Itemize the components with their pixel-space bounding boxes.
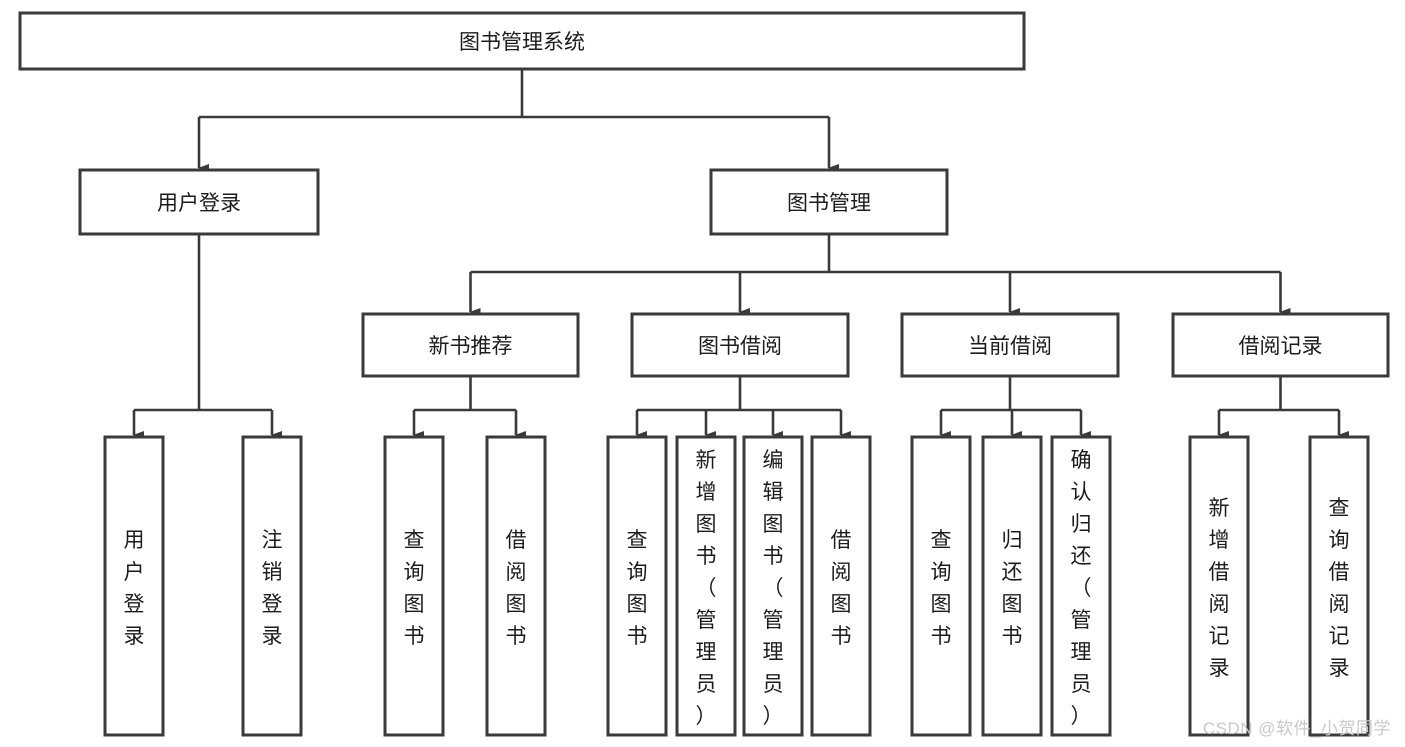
node-label: 注销登录 — [262, 529, 283, 648]
node-label: 图书管理系统 — [459, 31, 585, 54]
node-box — [606, 435, 668, 737]
node-leaf-query-book-3[interactable]: 查询图书 — [910, 435, 972, 737]
node-label: 查询借阅记录 — [1329, 497, 1350, 680]
node-label: 图书管理 — [787, 192, 871, 215]
node-label: 查询图书 — [931, 529, 952, 648]
node-label: 借阅图书 — [506, 529, 527, 648]
node-label: 图书借阅 — [698, 335, 782, 358]
node-label: 用户登录 — [124, 529, 145, 648]
node-box — [709, 168, 949, 236]
node-leaf-borrow-book-2[interactable]: 借阅图书 — [810, 435, 872, 737]
node-label: 用户登录 — [157, 192, 241, 215]
node-box — [910, 435, 972, 737]
node-leaf-query-book-1[interactable]: 查询图书 — [383, 435, 445, 737]
node-box — [900, 312, 1120, 378]
node-box — [241, 435, 303, 737]
node-box — [981, 435, 1043, 737]
node-undefined[interactable]: 图书管理系统 — [18, 11, 1026, 71]
node-box — [103, 435, 165, 737]
node-label: 新增借阅记录 — [1209, 497, 1230, 680]
node-leaf-user-login[interactable]: 用户登录 — [103, 435, 165, 737]
node-leaf-user-logout[interactable]: 注销登录 — [241, 435, 303, 737]
node-label: 借阅记录 — [1239, 335, 1323, 358]
node-borrow-record[interactable]: 借阅记录 — [1171, 312, 1390, 378]
node-box — [630, 312, 850, 378]
node-book-manage[interactable]: 图书管理 — [709, 168, 949, 236]
node-label: 新书推荐 — [429, 335, 513, 358]
node-leaf-borrow-book-1[interactable]: 借阅图书 — [485, 435, 547, 737]
node-label: 归还图书 — [1002, 529, 1023, 648]
node-book-borrow[interactable]: 图书借阅 — [630, 312, 850, 378]
node-leaf-add-book[interactable]: 新增图书（管理员） — [675, 435, 737, 737]
connector-lines — [132, 69, 1349, 439]
node-box — [1308, 435, 1370, 737]
node-leaf-add-record[interactable]: 新增借阅记录 — [1188, 435, 1250, 737]
node-new-book-recommend[interactable]: 新书推荐 — [361, 312, 580, 378]
node-user-login[interactable]: 用户登录 — [78, 168, 320, 236]
node-boxes: 图书管理系统用户登录图书管理新书推荐图书借阅当前借阅借阅记录用户登录注销登录查询… — [18, 11, 1390, 737]
node-label: 查询图书 — [404, 529, 425, 648]
node-box — [485, 435, 547, 737]
node-leaf-query-record[interactable]: 查询借阅记录 — [1308, 435, 1370, 737]
node-box — [18, 11, 1026, 71]
node-label: 确认归还（管理员） — [1071, 449, 1092, 728]
node-box — [742, 435, 804, 737]
node-box — [383, 435, 445, 737]
node-leaf-edit-book[interactable]: 编辑图书（管理员） — [742, 435, 804, 737]
node-box — [1050, 435, 1112, 737]
node-box — [810, 435, 872, 737]
node-label: 当前借阅 — [968, 335, 1052, 358]
node-label: 编辑图书（管理员） — [763, 449, 784, 728]
node-leaf-return-book[interactable]: 归还图书 — [981, 435, 1043, 737]
node-box — [78, 168, 320, 236]
node-current-borrow[interactable]: 当前借阅 — [900, 312, 1120, 378]
node-box — [361, 312, 580, 378]
node-label: 新增图书（管理员） — [696, 449, 717, 728]
node-box — [1171, 312, 1390, 378]
node-leaf-query-book-2[interactable]: 查询图书 — [606, 435, 668, 737]
node-label: 借阅图书 — [831, 529, 852, 648]
node-leaf-confirm-return[interactable]: 确认归还（管理员） — [1050, 435, 1112, 737]
node-box — [1188, 435, 1250, 737]
node-box — [675, 435, 737, 737]
csdn-watermark: CSDN @软件_小贺同学 — [1202, 719, 1391, 738]
node-label: 查询图书 — [627, 529, 648, 648]
